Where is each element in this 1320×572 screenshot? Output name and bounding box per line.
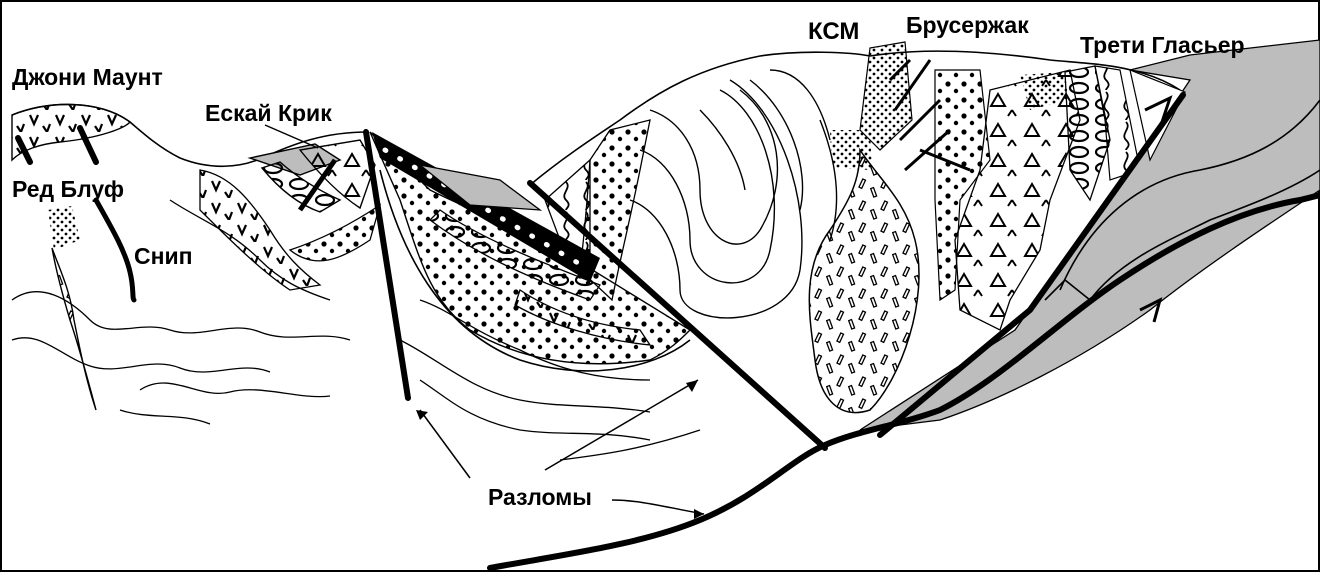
- label-faults: Разломы: [488, 486, 592, 509]
- label-brucejack: Брусержак: [906, 14, 1029, 37]
- label-treaty-glacier: Трети Гласьер: [1080, 34, 1245, 57]
- label-eskay-creek: Ескай Крик: [205, 102, 332, 125]
- label-jony-mount: Джони Маунт: [12, 66, 163, 89]
- label-snip: Снип: [134, 245, 193, 268]
- label-ksm: КСМ: [808, 20, 859, 44]
- label-red-bluff: Ред Блуф: [12, 178, 124, 201]
